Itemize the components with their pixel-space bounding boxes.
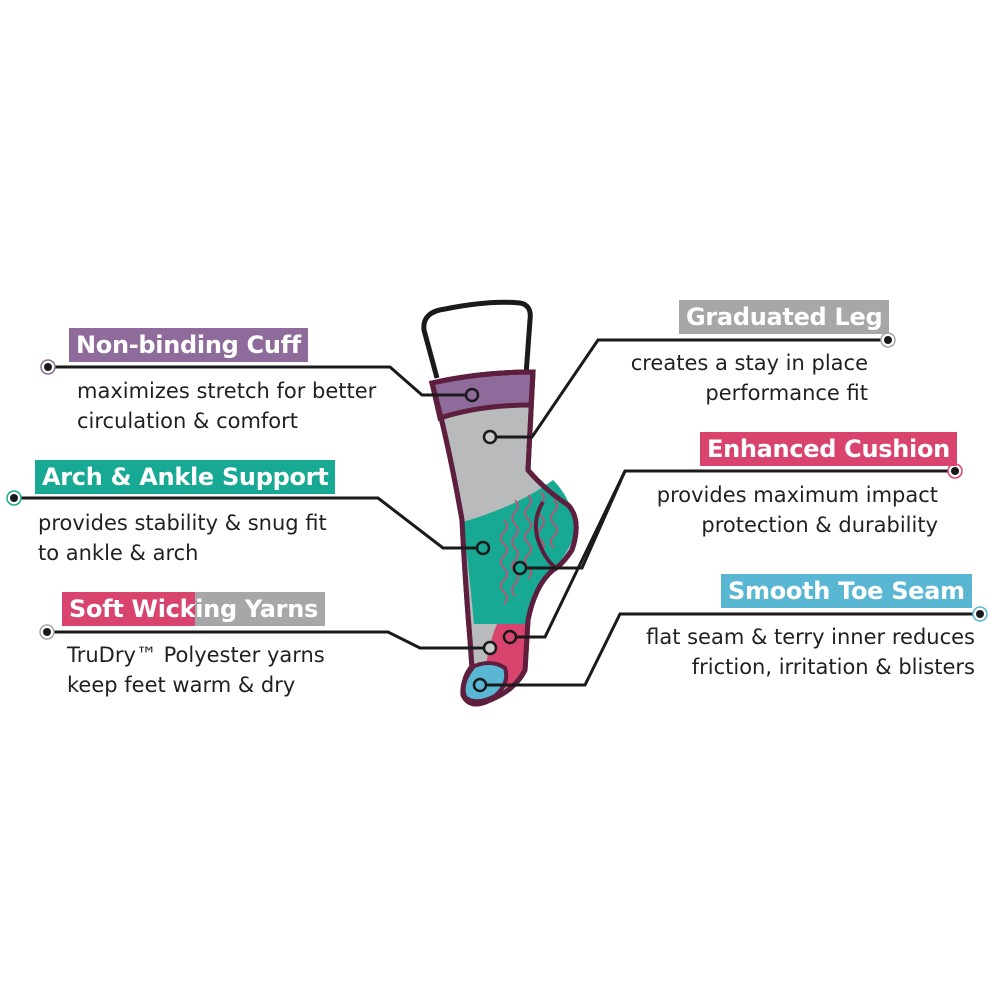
- arch-ankle-support-desc-1: provides stability & snug fit: [38, 511, 327, 535]
- smooth-toe-seam-desc-2: friction, irritation & blisters: [691, 655, 975, 679]
- hanger-loop: [421, 299, 533, 379]
- soft-wicking-label-part-b: ing Yarns: [195, 592, 325, 626]
- sock-markers: [464, 387, 528, 693]
- non-binding-cuff-label: Non-binding Cuff: [69, 328, 308, 362]
- leader-lines: [14, 338, 980, 687]
- soft-wicking-desc-1: TruDry™ Polyester yarns: [67, 643, 325, 667]
- heel-terry-texture: [500, 491, 558, 605]
- arch-ankle-support-label: Arch & Ankle Support: [35, 460, 336, 494]
- enhanced-cushion-desc-1: provides maximum impact: [656, 483, 938, 507]
- enhanced-cushion-label: Enhanced Cushion: [700, 432, 957, 466]
- heel-pocket: [533, 500, 558, 570]
- graduated-leg-desc-1: creates a stay in place: [630, 351, 868, 375]
- graduated-leg-desc-2: performance fit: [705, 381, 868, 405]
- enhanced-cushion-desc-2: protection & durability: [701, 513, 938, 537]
- soft-wicking-yarns-label: Soft Wick ing Yarns: [62, 592, 325, 626]
- soft-wicking-desc-2: keep feet warm & dry: [67, 673, 296, 697]
- graduated-leg-label: Graduated Leg: [679, 300, 890, 334]
- non-binding-cuff-desc-1: maximizes stretch for better: [77, 379, 377, 403]
- soft-wicking-label-part-a: Soft Wick: [62, 592, 196, 626]
- smooth-toe-seam-label: Smooth Toe Seam: [721, 574, 972, 608]
- arch-ankle-support-desc-2: to ankle & arch: [38, 541, 199, 565]
- endpoint-dots: [6, 332, 988, 640]
- non-binding-cuff-desc-2: circulation & comfort: [77, 409, 299, 433]
- smooth-toe-seam-desc-1: flat seam & terry inner reduces: [646, 625, 975, 649]
